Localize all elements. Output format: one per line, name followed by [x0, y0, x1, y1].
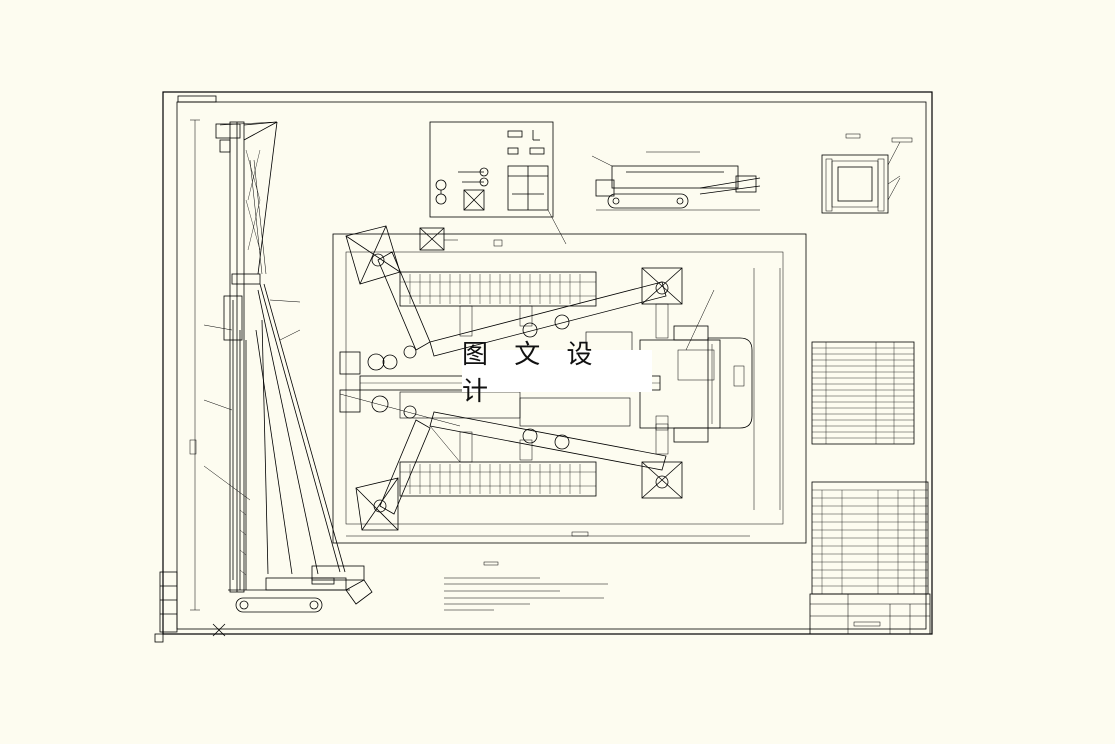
technical-notes: [444, 561, 608, 611]
detail-view-side-small: [591, 151, 761, 211]
parameter-table: [811, 341, 915, 445]
title-block: [809, 593, 931, 635]
detail-view-tools: [419, 121, 567, 251]
side-elevation-view: [189, 119, 373, 613]
watermark-label: 图 文 设 计: [462, 340, 652, 407]
drawing-frame: [154, 91, 933, 643]
detail-view-section: [821, 133, 913, 214]
parts-list-table: [811, 481, 929, 595]
